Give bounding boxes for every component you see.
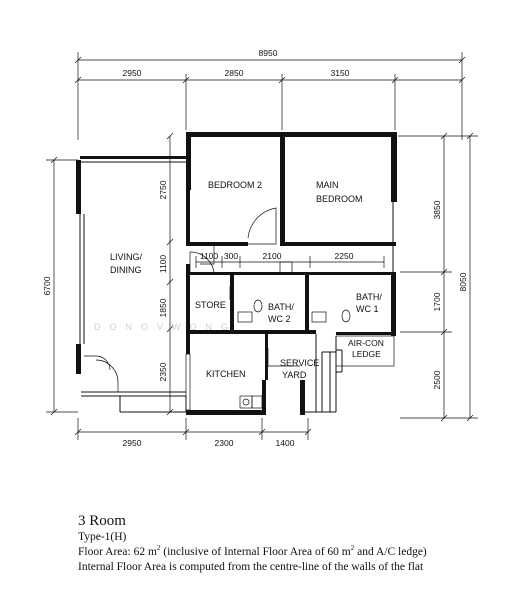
unit-title: 3 Room	[78, 513, 126, 529]
dim-mid-4: 2250	[335, 251, 354, 261]
room-bath1-line2: WC 1	[356, 304, 379, 314]
room-service-line2: YARD	[282, 370, 307, 380]
room-bath2-line1: BATH/	[268, 302, 294, 312]
room-bath1-line1: BATH/	[356, 292, 382, 302]
room-store: STORE	[195, 300, 226, 310]
room-living-line2: DINING	[110, 265, 142, 275]
sink-icon	[239, 395, 253, 409]
bottom-dimensions: 2950 2300 1400	[74, 418, 312, 448]
floor-area-sup2: 2	[350, 544, 355, 553]
room-main-bedroom-line1: MAIN	[316, 180, 339, 190]
toilet-icon	[253, 299, 263, 313]
dim-left-inner-2: 1100	[158, 255, 168, 274]
dim-right-2: 1700	[432, 292, 442, 311]
dim-left-inner-1: 2750	[158, 180, 168, 199]
dim-right-height: 8050	[458, 272, 468, 291]
mid-dimensions: 1100 300 2100 2250	[195, 251, 385, 268]
room-labels: BEDROOM 2 MAIN BEDROOM LIVING/ DINING ST…	[110, 180, 384, 380]
right-dimensions: 3850 1700 2500 8050	[398, 132, 478, 422]
doors	[84, 207, 300, 392]
area-note: Internal Floor Area is computed from the…	[78, 561, 424, 573]
dim-bottom-1: 2950	[123, 438, 142, 448]
dim-top-1: 2950	[123, 68, 142, 78]
dim-overall-width: 8950	[259, 48, 278, 58]
room-aircon-line2: LEDGE	[352, 349, 381, 359]
dim-left-inner-3: 1850	[158, 298, 168, 317]
dim-top-2: 2850	[225, 68, 244, 78]
room-service-line1: SERVICE	[280, 358, 319, 368]
dim-mid-2: 300	[224, 251, 238, 261]
room-main-bedroom-line2: BEDROOM	[316, 194, 363, 204]
room-aircon-line1: AIR-CON	[348, 338, 384, 348]
dim-bottom-2: 2300	[215, 438, 234, 448]
dim-mid-3: 2100	[263, 251, 282, 261]
floor-plan: 8950 2950 2850 3150 2950 2300 1400 6700 …	[42, 48, 478, 448]
floor-area-sup: 2	[156, 544, 161, 553]
left-dimensions: 6700 2750 1100 1850 2350	[42, 132, 174, 416]
fixtures	[185, 299, 395, 411]
watermark: DONOVWONG	[94, 322, 237, 332]
floor-area-middle: (inclusive of Internal Floor Area of 60 …	[160, 546, 351, 558]
unit-info: 3 Room Type-1(H) Floor Area: 62 m2 (incl…	[78, 512, 498, 575]
room-living-line1: LIVING/	[110, 252, 143, 262]
unit-type: Type-1(H)	[78, 531, 127, 543]
dim-top-3: 3150	[331, 68, 350, 78]
dim-left-inner-4: 2350	[158, 362, 168, 381]
walls	[76, 132, 397, 415]
room-bath2-line2: WC 2	[268, 314, 291, 324]
dim-right-1: 3850	[432, 200, 442, 219]
dim-mid-1: 1100	[200, 251, 219, 261]
floor-area-suffix: and A/C ledge)	[354, 546, 427, 558]
dim-right-3: 2500	[432, 370, 442, 389]
dim-bottom-3: 1400	[276, 438, 295, 448]
toilet-icon-2	[341, 309, 351, 323]
floor-area-prefix: Floor Area: 62 m	[78, 546, 157, 558]
top-dimensions: 8950 2950 2850 3150	[74, 48, 466, 140]
room-kitchen: KITCHEN	[206, 369, 246, 379]
room-bedroom2: BEDROOM 2	[208, 180, 262, 190]
dim-left-height: 6700	[42, 276, 52, 295]
floor-area-line: Floor Area: 62 m2 (inclusive of Internal…	[78, 545, 498, 560]
